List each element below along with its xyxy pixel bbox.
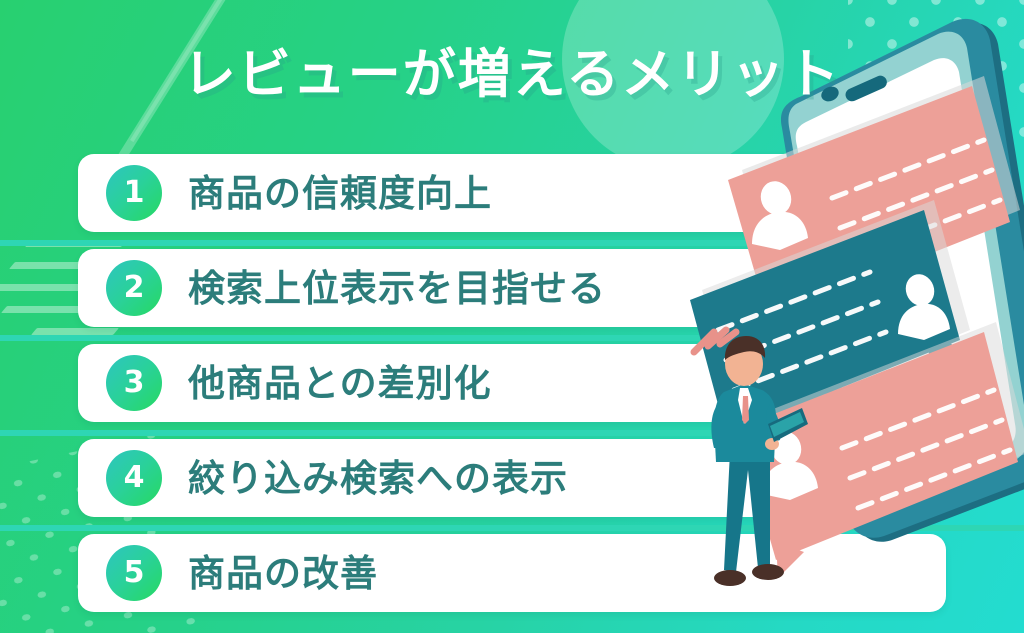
benefit-list: 1 商品の信頼度向上 2 検索上位表示を目指せる 3 他商品との差別化 4 絞り… — [0, 154, 1024, 629]
benefit-card[interactable]: 5 商品の改善 — [78, 534, 946, 612]
number-badge: 3 — [106, 355, 162, 411]
benefit-card[interactable]: 3 他商品との差別化 — [78, 344, 946, 422]
row-separator — [0, 525, 1024, 531]
number-badge: 1 — [106, 165, 162, 221]
list-item[interactable]: 4 絞り込み検索への表示 — [0, 439, 1024, 534]
list-item[interactable]: 1 商品の信頼度向上 — [0, 154, 1024, 249]
list-item[interactable]: 2 検索上位表示を目指せる — [0, 249, 1024, 344]
list-item[interactable]: 3 他商品との差別化 — [0, 344, 1024, 439]
benefit-card[interactable]: 2 検索上位表示を目指せる — [78, 249, 946, 327]
page-title: レビューが増えるメリット — [182, 44, 842, 105]
row-separator — [0, 430, 1024, 436]
benefit-label: 商品の信頼度向上 — [188, 171, 492, 215]
benefit-label: 商品の改善 — [188, 551, 378, 595]
number-badge: 4 — [106, 450, 162, 506]
row-separator — [0, 240, 1024, 246]
benefit-label: 検索上位表示を目指せる — [188, 266, 606, 310]
list-item[interactable]: 5 商品の改善 — [78, 534, 946, 629]
benefit-card[interactable]: 1 商品の信頼度向上 — [78, 154, 946, 232]
benefit-card[interactable]: 4 絞り込み検索への表示 — [78, 439, 946, 517]
row-separator — [0, 335, 1024, 341]
benefit-label: 絞り込み検索への表示 — [188, 456, 568, 500]
benefit-label: 他商品との差別化 — [188, 361, 492, 405]
number-badge: 2 — [106, 260, 162, 316]
number-badge: 5 — [106, 545, 162, 601]
